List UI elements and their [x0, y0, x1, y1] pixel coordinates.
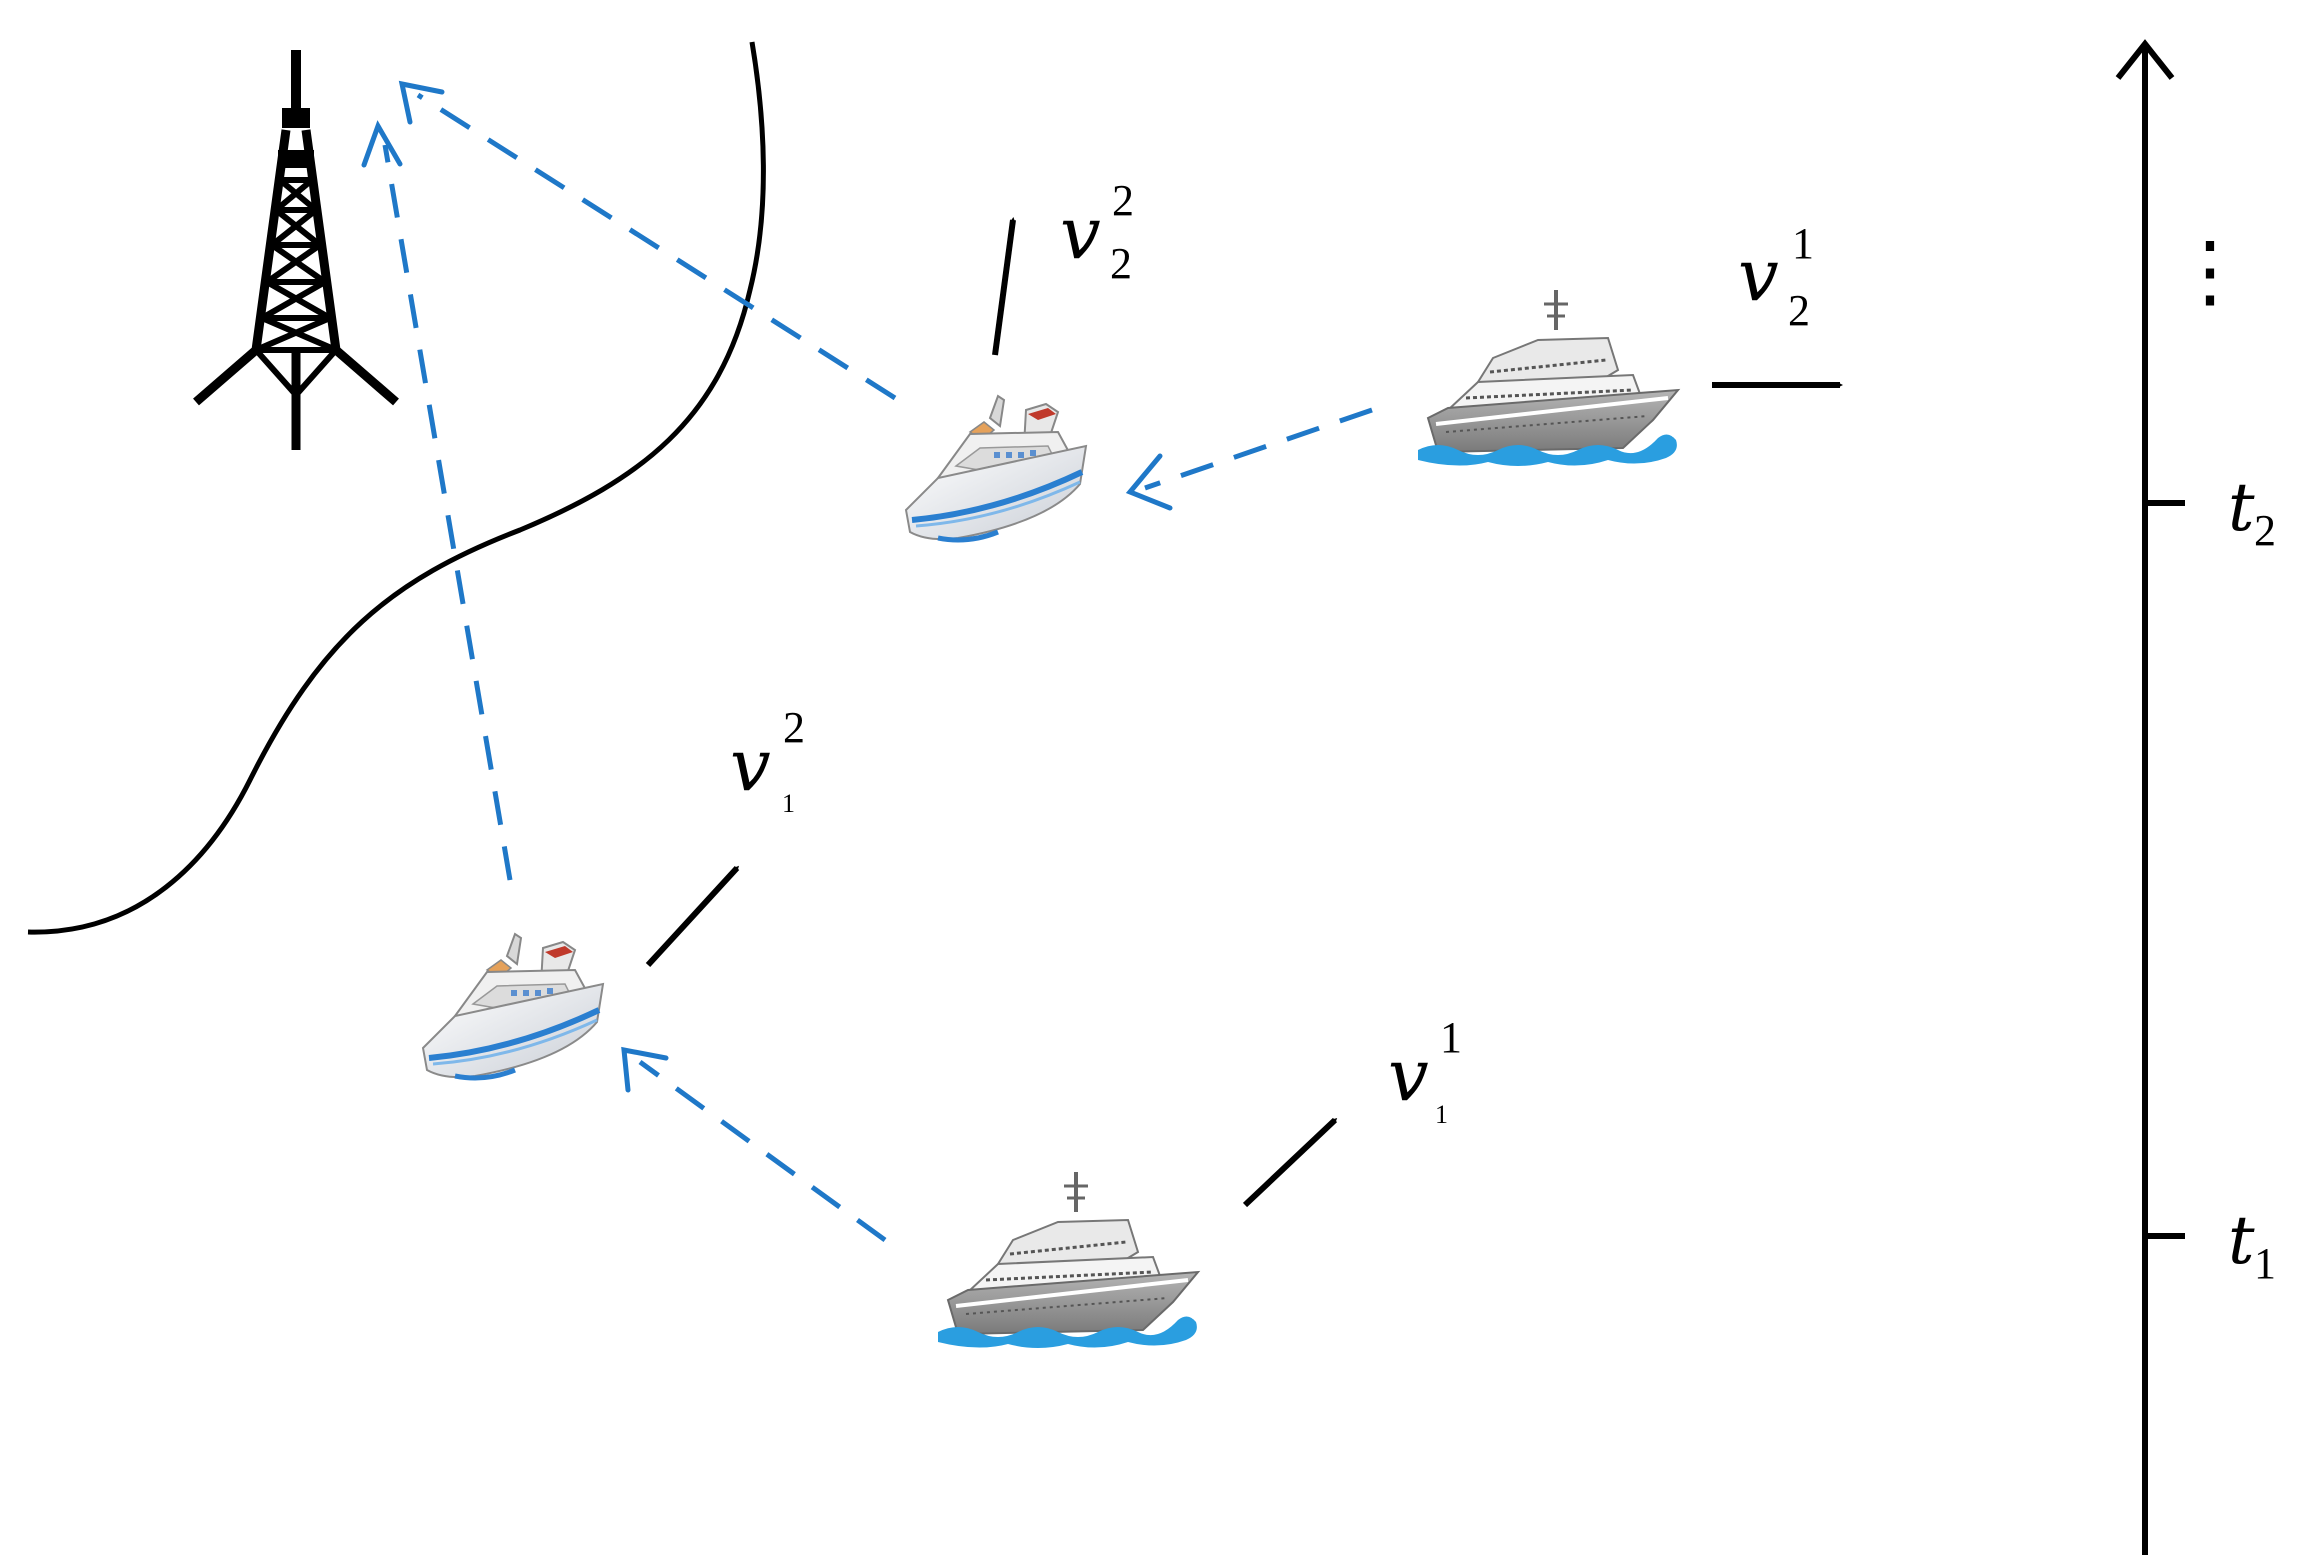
ferry-ship-icon: [423, 934, 603, 1078]
link-cruise2-to-ferry2: [1144, 407, 1373, 491]
cruise-ship-icon: [1416, 288, 1680, 468]
label-v12: v 2 1: [730, 703, 805, 818]
svg-text:1: 1: [1440, 1013, 1462, 1062]
tower-icon: [196, 50, 396, 450]
velocity-arrow-v22: [992, 217, 1016, 356]
ferry-ship-icon: [906, 396, 1086, 540]
velocity-arrow-v12: [645, 865, 740, 968]
svg-text:1: 1: [782, 789, 795, 818]
label-v11: v 1 1: [1388, 1013, 1462, 1129]
svg-text:v: v: [730, 723, 771, 807]
svg-text:1: 1: [1792, 219, 1814, 268]
time-axis: [2115, 39, 2185, 1555]
arrowhead-tower-1: [361, 120, 403, 168]
arrowhead-tower-2: [398, 80, 445, 125]
label-v22: v 2 2: [1060, 176, 1134, 288]
link-cruise1-to-ferry1: [638, 1059, 887, 1243]
label-t2: t 2: [2228, 469, 2276, 555]
svg-text:2: 2: [783, 703, 805, 752]
communication-links: [382, 92, 1373, 1243]
svg-text:v: v: [1738, 233, 1779, 317]
svg-text:1: 1: [1435, 1100, 1448, 1129]
svg-text:t: t: [2228, 469, 2255, 546]
arrowhead-ferry1: [621, 1046, 669, 1093]
arrowhead-ferry2: [1125, 453, 1173, 511]
svg-text:v: v: [1060, 191, 1101, 275]
svg-text:1: 1: [2254, 1239, 2276, 1288]
coastline: [27, 41, 766, 935]
svg-text:2: 2: [1788, 286, 1810, 335]
label-t1: t 1: [2228, 1202, 2276, 1288]
link-ferry1-to-tower: [382, 144, 513, 881]
time-axis-arrowhead: [2115, 39, 2175, 80]
svg-text:2: 2: [1110, 239, 1132, 288]
velocity-arrow-v11: [1242, 1117, 1338, 1208]
svg-text:2: 2: [1112, 176, 1134, 225]
label-v21: v 1 2: [1738, 219, 1814, 335]
svg-text:2: 2: [2254, 506, 2276, 555]
velocity-arrows: [645, 217, 1843, 1208]
ellipsis: ⋮: [2170, 224, 2250, 317]
link-arrowheads: [361, 80, 1173, 1093]
cruise-ship-icon: [936, 1170, 1200, 1350]
link-ferry2-to-tower: [416, 92, 897, 401]
svg-text:v: v: [1388, 1033, 1429, 1117]
svg-text:t: t: [2228, 1202, 2255, 1279]
